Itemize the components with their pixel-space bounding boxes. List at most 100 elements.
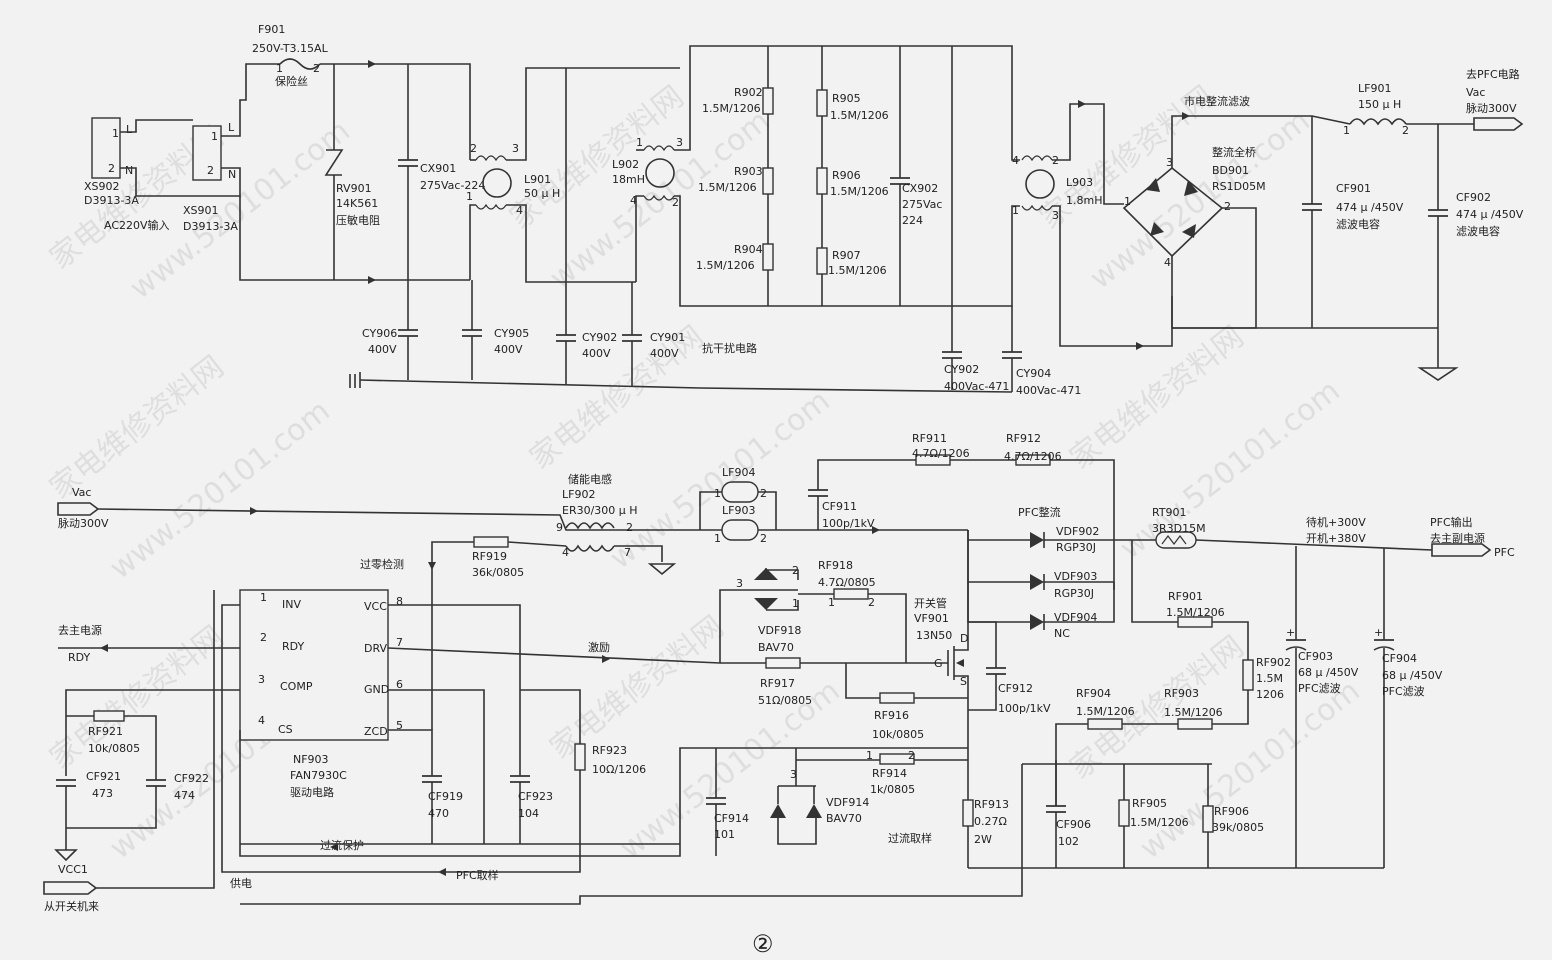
bridge-value: RS1D05M: [1212, 180, 1266, 193]
rt901-label: RT901: [1152, 506, 1187, 519]
pfc-rect-label: PFC整流: [1018, 505, 1061, 519]
page-number: ②: [752, 930, 774, 958]
l902-label: L902: [612, 158, 639, 171]
rv901-label: RV901: [336, 182, 372, 195]
cx902-value: 275Vac: [902, 198, 942, 211]
wire: [1171, 115, 1351, 168]
diode-icon: [754, 568, 778, 580]
xs902-pin: L: [126, 123, 133, 136]
resistor-rf903: [1177, 718, 1213, 730]
xs902-pin: N: [125, 164, 133, 177]
rf913-power: 2W: [974, 833, 992, 846]
on-voltage: 开机+380V: [1306, 531, 1366, 545]
rf902-value: 1.5M: [1256, 672, 1283, 685]
ic-desc: 驱动电路: [290, 786, 334, 799]
cf914-label: CF914: [714, 812, 749, 825]
cf921-label: CF921: [86, 770, 121, 783]
rf918-label: RF918: [818, 559, 853, 572]
vac-in-voltage: 脉动300V: [58, 516, 109, 530]
wire: [239, 196, 470, 281]
choke-l901: [482, 168, 512, 198]
vf901-value: 13N50: [916, 629, 952, 642]
wire: [1212, 621, 1249, 660]
resistor-rf919: [473, 536, 509, 548]
rf914-value: 1k/0805: [870, 783, 915, 796]
l902-pin: 2: [672, 196, 679, 209]
rf916-value: 10k/0805: [872, 728, 924, 741]
f901-desc: 保险丝: [275, 74, 308, 88]
cf902-label: CF902: [1456, 191, 1491, 204]
rv901-value: 14K561: [336, 197, 378, 210]
vac-in-label: Vac: [72, 486, 91, 499]
ic-pin-num: 7: [396, 636, 403, 649]
rf919-label: RF919: [472, 550, 507, 563]
l902-value: 18mH: [612, 173, 645, 186]
diode-icon: [1150, 222, 1164, 236]
cy904-label: CY904: [1016, 367, 1051, 380]
bead-lf904: [721, 481, 759, 503]
ic-pin-num: 4: [258, 714, 265, 727]
wire: [1131, 540, 1178, 623]
vdf904-value: NC: [1054, 627, 1070, 640]
ic-pin-name: CS: [278, 723, 293, 736]
to-main-label: 去主电源: [58, 623, 102, 637]
cf901-desc: 滤波电容: [1336, 217, 1380, 231]
wire: [66, 786, 157, 829]
cf902-value: 474 μ /450V: [1456, 208, 1524, 221]
cy902b-value: 400Vac-471: [944, 380, 1009, 393]
choke-l903: [1025, 169, 1055, 199]
l901-value: 50 μ H: [524, 187, 560, 200]
cf903-desc: PFC滤波: [1298, 682, 1341, 695]
cy902a-value: 400V: [582, 347, 611, 360]
cy902a-label: CY902: [582, 331, 617, 344]
arrow-icon: [1136, 342, 1144, 350]
l902-winding: [643, 194, 675, 201]
excite-label: 激励: [588, 640, 610, 654]
rf912-value: 4.7Ω/1206: [1004, 450, 1062, 463]
cf911-value: 100p/1kV: [822, 517, 875, 530]
resistor-r905: [816, 89, 828, 117]
rf905-label: RF905: [1132, 797, 1167, 810]
resistor-rf904: [1087, 718, 1123, 730]
wire: [758, 491, 777, 530]
rf923-value: 10Ω/1206: [592, 763, 646, 776]
resistor-rf912: [1015, 454, 1051, 466]
l903-pin: 1: [1012, 204, 1019, 217]
l902-pin: 3: [676, 136, 683, 149]
vcc1-label: VCC1: [58, 863, 88, 876]
l901-winding: [475, 155, 507, 162]
arrow-icon: [100, 644, 108, 652]
diode-icon: [1030, 574, 1044, 590]
cx902-value2: 224: [902, 214, 923, 227]
from-switch-label: 从开关机来: [44, 899, 99, 913]
overcurrent-protect-label: 过流保护: [320, 838, 364, 852]
cy904-value: 400Vac-471: [1016, 384, 1081, 397]
cf903-value: 68 μ /450V: [1298, 666, 1359, 679]
lf902-pin: 2: [626, 521, 633, 534]
rf919-value: 36k/0805: [472, 566, 524, 579]
cf919-label: CF919: [428, 790, 463, 803]
arrow-icon: [250, 507, 258, 515]
rf917-label: RF917: [760, 677, 795, 690]
cf912-value: 100p/1kV: [998, 702, 1051, 715]
cf923-value: 104: [518, 807, 539, 820]
varistor-rv901: [324, 149, 344, 176]
lf901-value: 150 μ H: [1358, 98, 1401, 111]
wire: [967, 530, 1030, 541]
to-main-rdy: RDY: [68, 651, 91, 664]
cf903-label: CF903: [1298, 650, 1333, 663]
rf913-value: 0.27Ω: [974, 815, 1007, 828]
resistor-rf923: [574, 743, 586, 771]
lf-pin: 2: [760, 532, 767, 545]
cy905-label: CY905: [494, 327, 529, 340]
lf901-pin: 2: [1402, 124, 1409, 137]
f901-rating: 250V-T3.15AL: [252, 42, 329, 55]
to-pfc-vac: Vac: [1466, 86, 1485, 99]
resistor-r906: [816, 167, 828, 195]
rf903-value: 1.5M/1206: [1164, 706, 1223, 719]
rf923-label: RF923: [592, 744, 627, 757]
l901-winding: [475, 203, 507, 210]
wire: [507, 541, 567, 547]
rv901-desc: 压敏电阻: [336, 213, 380, 227]
